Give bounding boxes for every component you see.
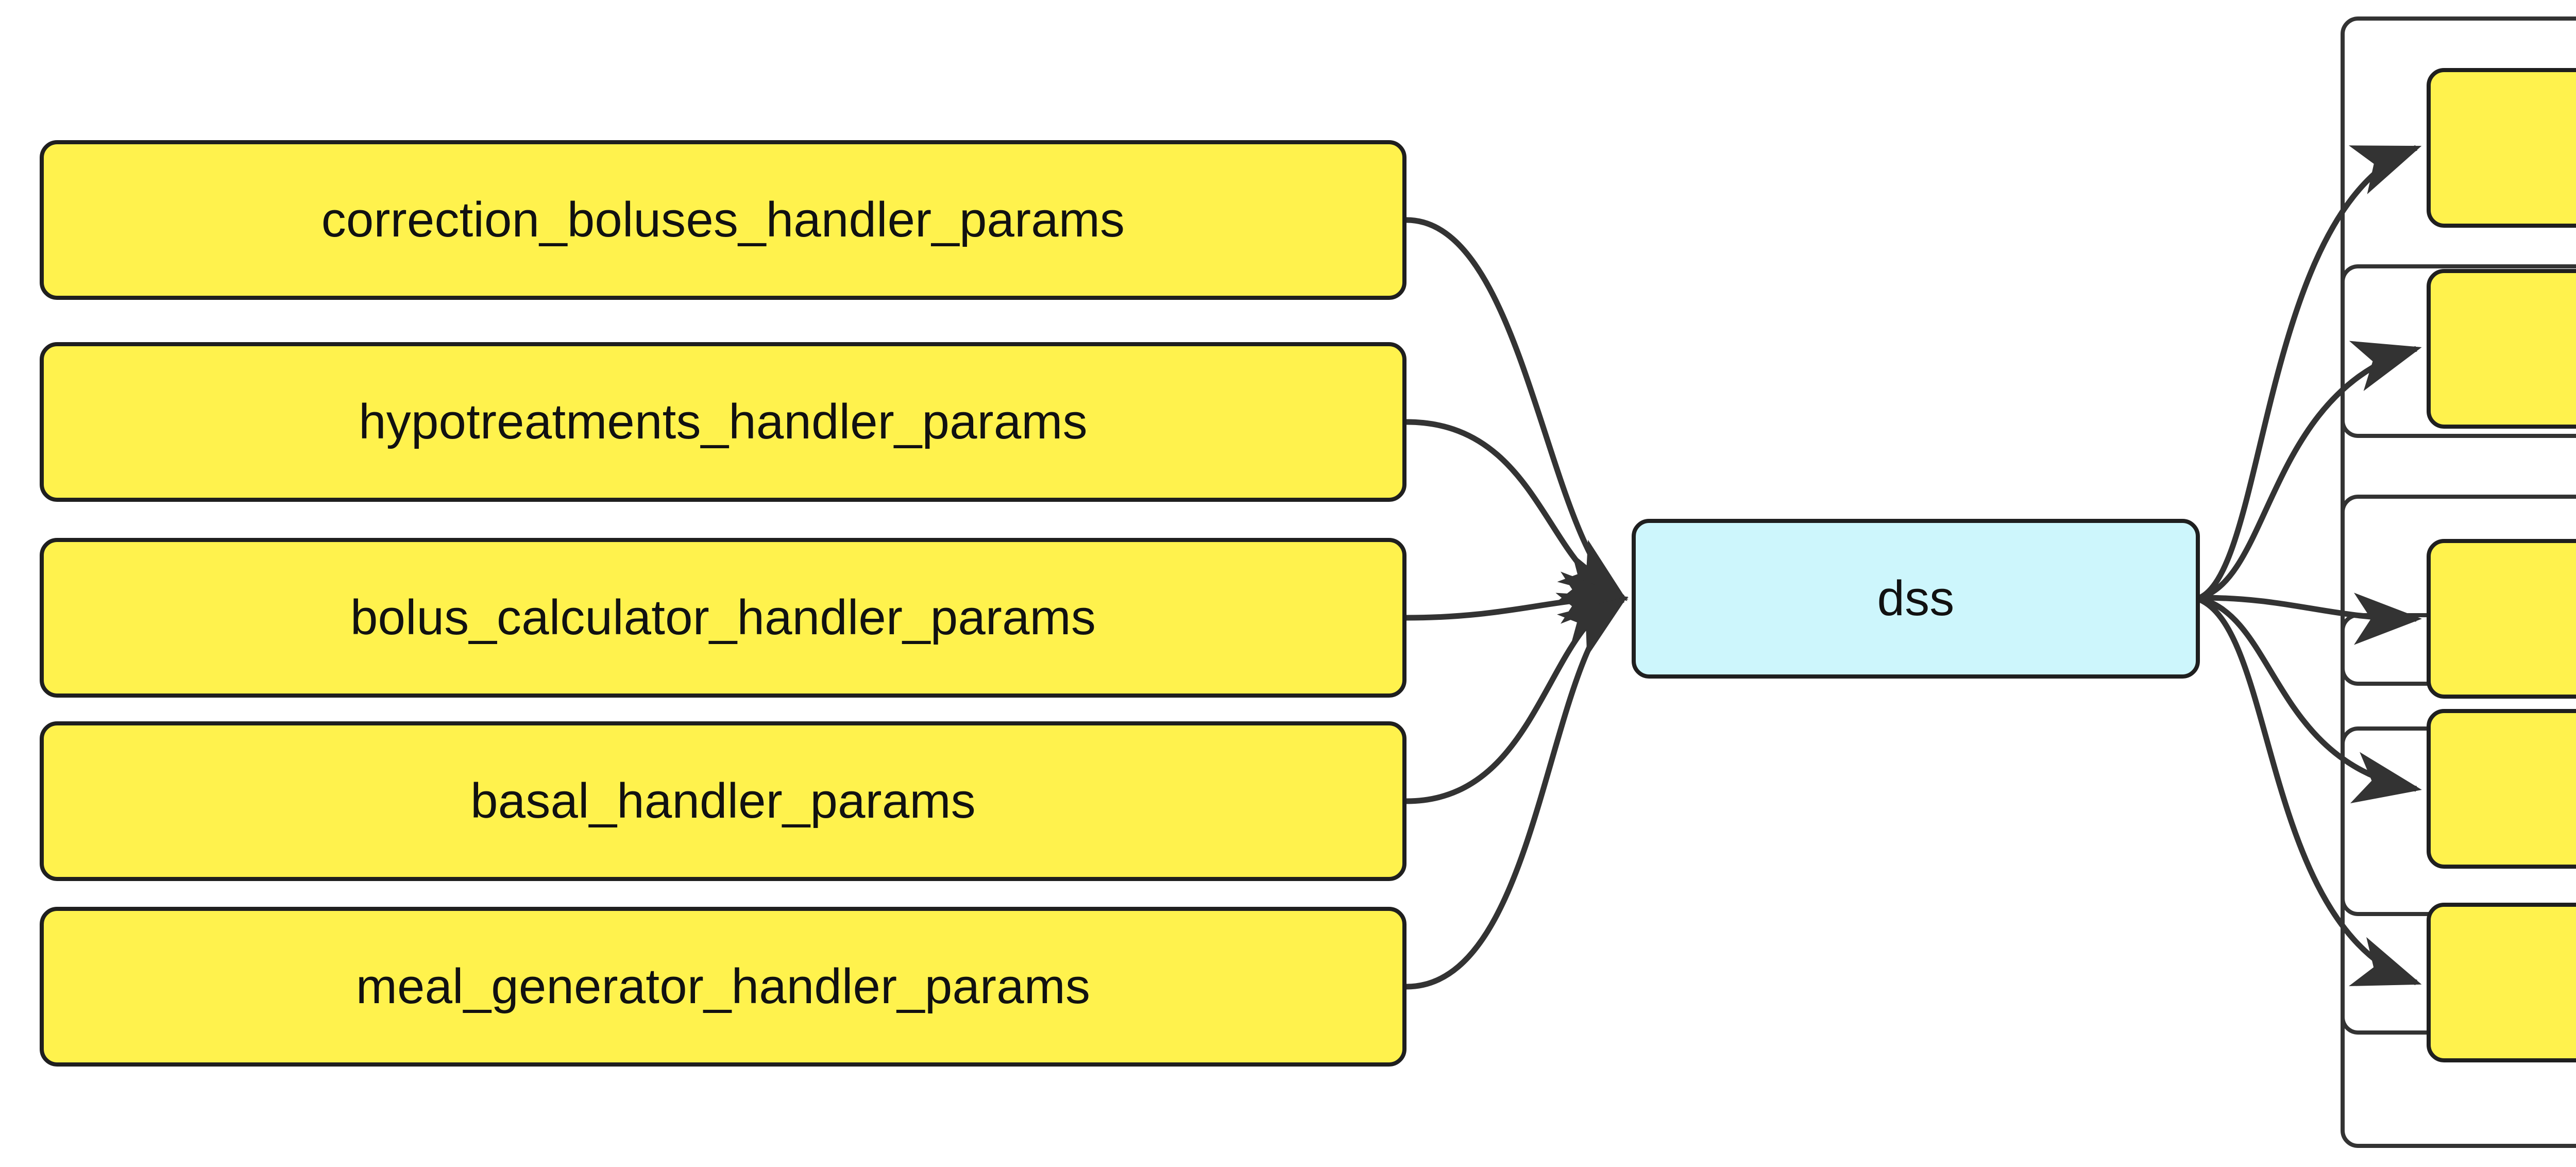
node-basal-handler[interactable]: basal_handler xyxy=(2427,709,2576,869)
node-label: meal_generator_handler_params xyxy=(355,959,1091,1014)
node-correction-boluses-handler-params[interactable]: correction_boluses_handler_params xyxy=(40,140,1406,300)
node-hypotreatments-handler-params[interactable]: hypotreatments_handler_params xyxy=(40,342,1406,502)
node-correction-boluses-handler[interactable]: correction_boluses_handler xyxy=(2427,68,2576,228)
edge-hypotreatments-params-to-dss xyxy=(1406,419,1629,603)
node-basal-handler-params[interactable]: basal_handler_params xyxy=(40,721,1406,881)
node-meal-generator-handler[interactable]: meal_generator_handler xyxy=(2427,903,2576,1062)
edge-basal-params-to-dss xyxy=(1406,593,1629,804)
edge-bolus-calculator-params-to-dss xyxy=(1406,571,1629,624)
node-bolus-calculator-handler[interactable]: bolus_calculator_handler xyxy=(2427,539,2576,699)
node-label: bolus_calculator_handler_params xyxy=(350,590,1096,645)
edge-correction-boluses-params-to-dss xyxy=(1406,217,1628,601)
node-label: dss xyxy=(1877,571,1955,626)
node-hypotreatments-handler[interactable]: hypotreatments_handler xyxy=(2427,269,2576,429)
edge-meal-generator-params-to-dss xyxy=(1406,596,1628,990)
node-meal-generator-handler-params[interactable]: meal_generator_handler_params xyxy=(40,907,1406,1067)
node-dss[interactable]: dss xyxy=(1632,519,2200,679)
node-bolus-calculator-handler-params[interactable]: bolus_calculator_handler_params xyxy=(40,538,1406,698)
node-label: hypotreatments_handler_params xyxy=(359,394,1088,449)
node-label: correction_boluses_handler_params xyxy=(321,192,1125,247)
node-label: basal_handler_params xyxy=(470,773,976,828)
